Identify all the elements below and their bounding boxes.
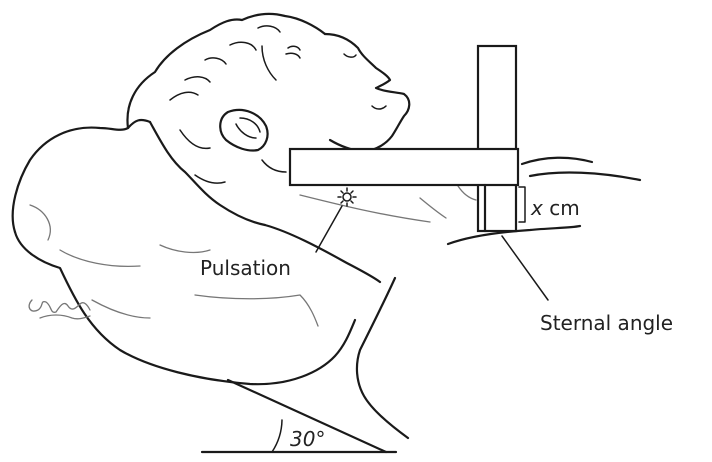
height-label: x cm: [530, 196, 580, 220]
horizontal-ruler: [290, 149, 518, 185]
height-variable: x: [530, 196, 543, 220]
angle-label: 30°: [290, 427, 325, 451]
face: [286, 34, 409, 152]
height-bracket: [519, 187, 525, 222]
sternal-angle-label: Sternal angle: [540, 311, 673, 335]
sternal-angle-leader-line: [502, 236, 548, 300]
pulsation-leader-line: [316, 206, 342, 252]
vertical-ruler: [478, 46, 516, 231]
pulsation-label: Pulsation: [200, 256, 291, 280]
bed: [202, 278, 408, 452]
ear: [220, 110, 267, 151]
hair: [127, 14, 325, 225]
height-unit: cm: [543, 196, 580, 220]
measuring-rulers: [290, 46, 518, 231]
angle-arc: [272, 420, 282, 452]
pulsation-marker: [338, 188, 356, 206]
